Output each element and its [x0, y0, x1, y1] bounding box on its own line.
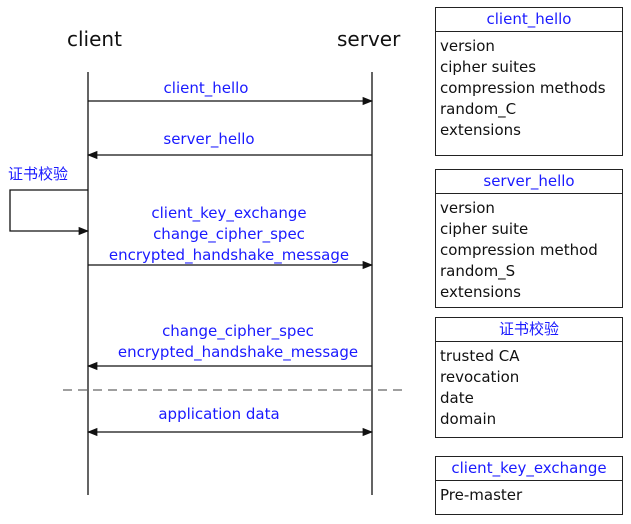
box-item: extensions	[440, 121, 521, 139]
box-title: server_hello	[436, 170, 622, 194]
box-title: client_key_exchange	[436, 457, 622, 481]
box-item: compression methods	[440, 79, 606, 97]
box-item: random_S	[440, 262, 516, 280]
box-item: version	[440, 199, 495, 217]
box-title: 证书校验	[436, 318, 622, 342]
box-item: compression method	[440, 241, 598, 259]
message-line: application data	[158, 405, 280, 423]
box-server-hello: server_hello version cipher suite compre…	[435, 169, 623, 308]
box-body: version cipher suite compression method …	[436, 194, 622, 307]
box-certificate-check: 证书校验 trusted CA revocation date domain	[435, 317, 623, 438]
box-item: domain	[440, 410, 497, 428]
message-line: encrypted_handshake_message	[117, 343, 359, 361]
box-client-hello: client_hello version cipher suites compr…	[435, 7, 623, 156]
message-line: server_hello	[163, 130, 255, 148]
arrow-self-check	[9, 189, 90, 236]
message-line: change_cipher_spec	[153, 225, 305, 243]
self-check-label: 证书校验	[8, 165, 69, 183]
message-line: client_hello	[163, 79, 249, 97]
box-item: trusted CA	[440, 347, 520, 365]
box-body: version cipher suites compression method…	[436, 32, 622, 145]
message-application-data: application data	[158, 404, 279, 425]
box-client-key-exchange: client_key_exchange Pre-master	[435, 456, 623, 515]
box-title: client_hello	[436, 8, 622, 32]
message-server-finished: change_cipher_spec encrypted_handshake_m…	[118, 321, 358, 363]
box-item: Pre-master	[440, 486, 523, 504]
box-body: trusted CA revocation date domain	[436, 342, 622, 434]
message-line: change_cipher_spec	[162, 322, 314, 340]
message-line: encrypted_handshake_message	[108, 246, 350, 264]
box-item: cipher suites	[440, 58, 537, 76]
message-client-key-exchange: client_key_exchange change_cipher_spec e…	[109, 203, 349, 266]
message-client-hello: client_hello	[164, 78, 249, 99]
client-label: client	[67, 27, 122, 51]
box-item: random_C	[440, 100, 517, 118]
box-item: cipher suite	[440, 220, 529, 238]
box-item: version	[440, 37, 495, 55]
box-body: Pre-master	[436, 481, 622, 510]
message-line: client_key_exchange	[151, 204, 307, 222]
box-item: revocation	[440, 368, 520, 386]
message-server-hello: server_hello	[163, 129, 254, 150]
box-item: date	[440, 389, 474, 407]
server-label: server	[337, 27, 401, 51]
box-item: extensions	[440, 283, 521, 301]
